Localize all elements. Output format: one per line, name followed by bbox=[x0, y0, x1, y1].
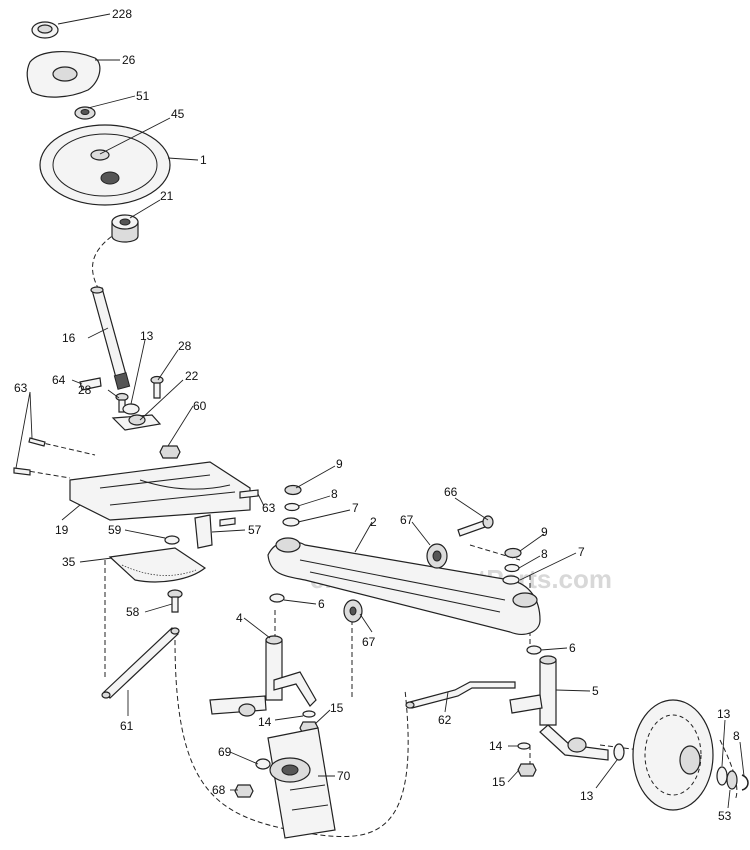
routing-line-lower bbox=[174, 639, 409, 838]
callout-9-left: 9 bbox=[336, 457, 343, 471]
wheel-tire bbox=[632, 699, 714, 811]
callout-13-outer: 13 bbox=[717, 707, 731, 721]
callout-5: 5 bbox=[592, 684, 599, 698]
steering-hub-21 bbox=[111, 214, 139, 243]
spindle-4-left bbox=[209, 635, 317, 717]
callout-6-right: 6 bbox=[569, 641, 576, 655]
callout-16: 16 bbox=[62, 331, 76, 345]
spacer-59 bbox=[164, 535, 180, 545]
callout-19: 19 bbox=[55, 523, 69, 537]
steering-plate-19 bbox=[69, 461, 251, 521]
callout-8-wheel: 8 bbox=[733, 729, 740, 743]
nut-60 bbox=[159, 445, 181, 459]
bushing-13-column bbox=[122, 403, 140, 415]
callout-57: 57 bbox=[248, 523, 262, 537]
callout-64: 64 bbox=[52, 373, 66, 387]
bracket-57 bbox=[194, 514, 213, 549]
callout-28-upper: 28 bbox=[178, 339, 192, 353]
callout-61: 61 bbox=[120, 719, 134, 733]
spindle-5-right bbox=[509, 655, 609, 761]
callout-21: 21 bbox=[160, 189, 174, 203]
bolt-28-upper bbox=[150, 375, 164, 399]
washer-13-spindle bbox=[613, 743, 625, 761]
axle-bracket-70 bbox=[267, 727, 336, 839]
callout-28-lower: 28 bbox=[78, 383, 92, 397]
washer-14-left bbox=[302, 710, 316, 718]
spacer-67-upper bbox=[426, 543, 448, 569]
callout-63-right: 63 bbox=[262, 501, 276, 515]
callout-8-right: 8 bbox=[541, 547, 548, 561]
bushing-6-left bbox=[269, 593, 285, 603]
bolt-58 bbox=[167, 589, 183, 613]
washer-14-right bbox=[517, 742, 531, 750]
callout-59: 59 bbox=[108, 523, 122, 537]
nut-68 bbox=[234, 784, 254, 798]
callout-68: 68 bbox=[212, 783, 226, 797]
bushing-6-right bbox=[526, 645, 542, 655]
callout-labels: 228 26 51 45 1 21 16 13 28 64 22 28 63 6… bbox=[14, 7, 740, 823]
clip-8-wheel bbox=[741, 774, 749, 791]
callout-14-right: 14 bbox=[489, 739, 503, 753]
callout-66: 66 bbox=[444, 485, 458, 499]
callout-14-left: 14 bbox=[258, 715, 272, 729]
callout-22: 22 bbox=[185, 369, 199, 383]
routing-line-column bbox=[92, 231, 119, 289]
callout-9-right: 9 bbox=[541, 525, 548, 539]
callout-58: 58 bbox=[126, 605, 140, 619]
callout-15-right: 15 bbox=[492, 775, 506, 789]
bushing-51 bbox=[74, 106, 96, 120]
bolt-63-right bbox=[219, 489, 259, 527]
sector-gear-35 bbox=[108, 547, 207, 583]
washer-13-outer bbox=[716, 766, 728, 786]
nut-15-right bbox=[517, 763, 537, 777]
callout-62: 62 bbox=[438, 713, 452, 727]
cap-53 bbox=[726, 770, 738, 790]
steering-adapter-26 bbox=[26, 51, 101, 98]
steering-wheel-1 bbox=[39, 124, 171, 206]
steering-shaft-16 bbox=[90, 286, 131, 390]
callout-13-column: 13 bbox=[140, 329, 154, 343]
callout-53: 53 bbox=[718, 809, 732, 823]
callout-60: 60 bbox=[193, 399, 207, 413]
flange-bearing-22 bbox=[111, 414, 162, 431]
pivot-bolt-66 bbox=[457, 515, 494, 537]
front-axle-2 bbox=[267, 537, 541, 635]
bushing-7-left bbox=[282, 517, 300, 527]
callout-2: 2 bbox=[370, 515, 377, 529]
leader-lines bbox=[15, 13, 745, 809]
callout-67-lower: 67 bbox=[362, 635, 376, 649]
callout-7-right: 7 bbox=[578, 545, 585, 559]
callout-228: 228 bbox=[112, 7, 132, 21]
washer-8-right bbox=[504, 563, 520, 573]
spring-pin-64 bbox=[79, 377, 102, 391]
tie-rod-62 bbox=[405, 681, 516, 709]
callout-13-spindle: 13 bbox=[580, 789, 594, 803]
callout-45: 45 bbox=[171, 107, 185, 121]
callout-70: 70 bbox=[337, 769, 351, 783]
callout-6-left: 6 bbox=[318, 597, 325, 611]
bushing-7-right bbox=[502, 575, 520, 585]
callout-1: 1 bbox=[200, 153, 207, 167]
drag-link-61 bbox=[101, 627, 180, 699]
routing-line-plate bbox=[21, 439, 96, 479]
washer-69 bbox=[255, 758, 271, 770]
callout-7-left: 7 bbox=[352, 501, 359, 515]
callout-51: 51 bbox=[136, 89, 150, 103]
steering-cap-228 bbox=[31, 21, 59, 39]
callout-35: 35 bbox=[62, 555, 76, 569]
callout-8-left: 8 bbox=[331, 487, 338, 501]
spacer-67-lower bbox=[343, 599, 363, 623]
callout-67-upper: 67 bbox=[400, 513, 414, 527]
callout-26: 26 bbox=[122, 53, 136, 67]
bolt-63-left bbox=[13, 437, 46, 476]
callout-69: 69 bbox=[218, 745, 232, 759]
washer-8-left bbox=[284, 502, 300, 512]
callout-15-left: 15 bbox=[330, 701, 344, 715]
cap-9-right bbox=[504, 547, 522, 559]
callout-63-left: 63 bbox=[14, 381, 28, 395]
callout-4: 4 bbox=[236, 611, 243, 625]
